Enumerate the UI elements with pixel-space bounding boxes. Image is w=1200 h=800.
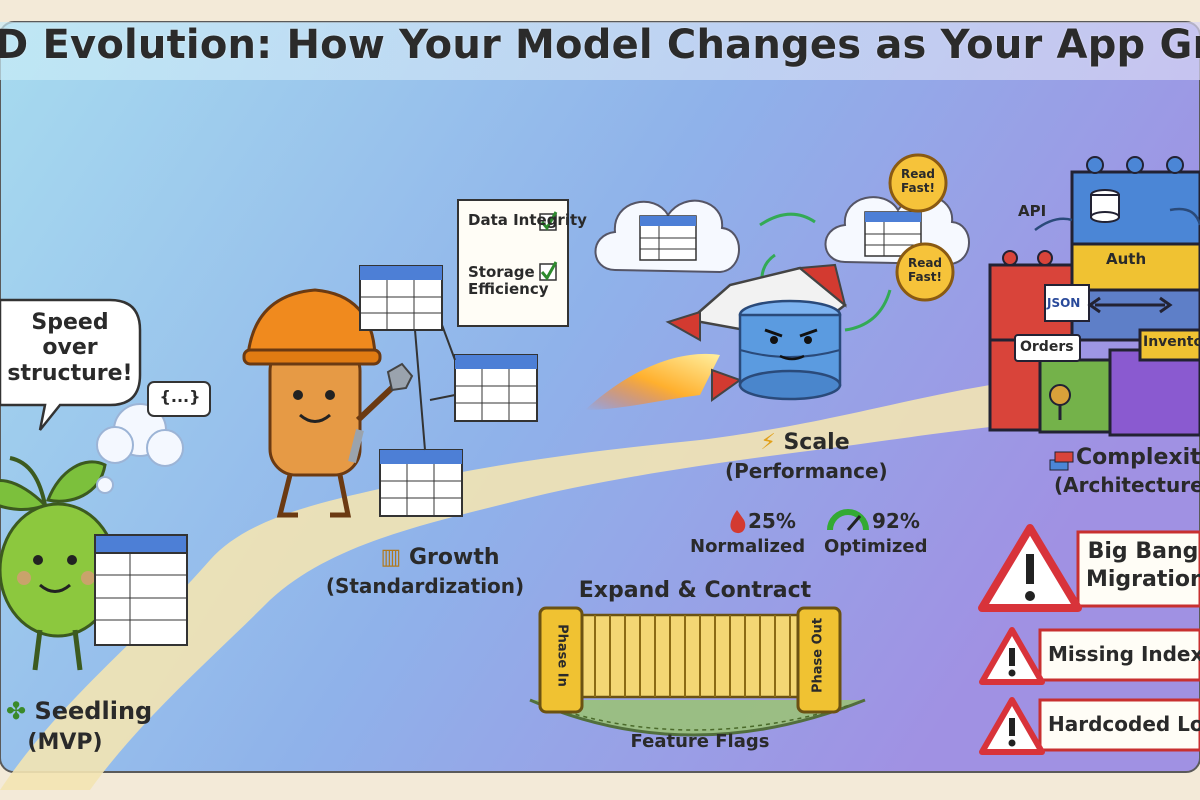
accordion [529, 606, 866, 737]
page-title: RD Evolution: How Your Model Changes as … [0, 22, 1200, 68]
table-mid [454, 354, 538, 422]
speech-bubble [0, 298, 142, 431]
read-fast-label-1: Read Fast! [900, 167, 936, 195]
stat-normalized-label: Normalized [690, 536, 806, 557]
growth-stage-name: ▥ Growth [380, 545, 500, 570]
road-path [0, 380, 1200, 790]
seedling-stage-name: ✤ Seedling [6, 697, 153, 725]
checklist-item-1: Data Integrity [468, 211, 587, 229]
stat-optimized-value: 92% [872, 509, 920, 533]
rocket-database [585, 263, 848, 410]
checklist-item-2: Storage Efficiency [468, 263, 549, 299]
seedling-speech: Speed over structure! [7, 310, 133, 386]
growth-stage-sub: (Standardization) [325, 574, 525, 598]
complexity-stage-name: Complexity [1076, 445, 1200, 470]
warning-label-hardcoded-logic: Hardcoded Logic [1048, 712, 1200, 736]
seedling-table-icon [94, 534, 188, 646]
warning-label-missing-indexes: Missing Indexes [1048, 642, 1200, 666]
worker-character [242, 288, 414, 518]
phase-in-tab: Phase In [554, 624, 570, 687]
read-fast-label-2: Read Fast! [907, 256, 943, 284]
lightning-icon: ⚡ [760, 430, 776, 455]
auth-label: Auth [1106, 250, 1147, 268]
stat-optimized-label: Optimized [824, 536, 928, 557]
chart-icon: ▥ [380, 545, 402, 570]
api-label: API [1018, 202, 1047, 220]
database-icon [1090, 189, 1120, 223]
expand-contract-title: Expand & Contract [578, 578, 812, 603]
table-top [359, 265, 443, 331]
warning-label-big-bang: Big Bang Migration [1086, 539, 1200, 592]
gauge-icon [827, 509, 869, 531]
inventory-label: Inventory [1143, 334, 1200, 350]
feature-flags-label: Feature Flags [630, 731, 770, 752]
scale-stage-name: ⚡ Scale [760, 430, 850, 455]
scale-stage-sub: (Performance) [725, 459, 888, 483]
drop-icon [730, 510, 746, 534]
phase-out-tab: Phase Out [810, 617, 826, 694]
orders-label: Orders [1020, 339, 1074, 355]
complexity-stage-sub: (Architecture) [1054, 474, 1200, 497]
api-arrow [1034, 207, 1200, 232]
stat-normalized-value: 25% [748, 509, 796, 533]
warning-missing-indexes [979, 627, 1200, 685]
thought-cloud [96, 381, 211, 494]
sprout-icon: ✤ [6, 697, 27, 725]
growth-tables [359, 265, 538, 517]
seedling-stage-sub: (MVP) [27, 730, 103, 755]
check-icon [539, 211, 558, 281]
layers-icon [1049, 451, 1074, 471]
warning-big-bang [978, 524, 1200, 612]
json-label: JSON [1047, 296, 1081, 310]
warning-hardcoded-logic [979, 697, 1200, 755]
read-fast-badge [888, 153, 955, 302]
cloud-left [594, 199, 740, 274]
json-bubble-code: {...} [159, 387, 201, 406]
table-low [379, 449, 463, 517]
